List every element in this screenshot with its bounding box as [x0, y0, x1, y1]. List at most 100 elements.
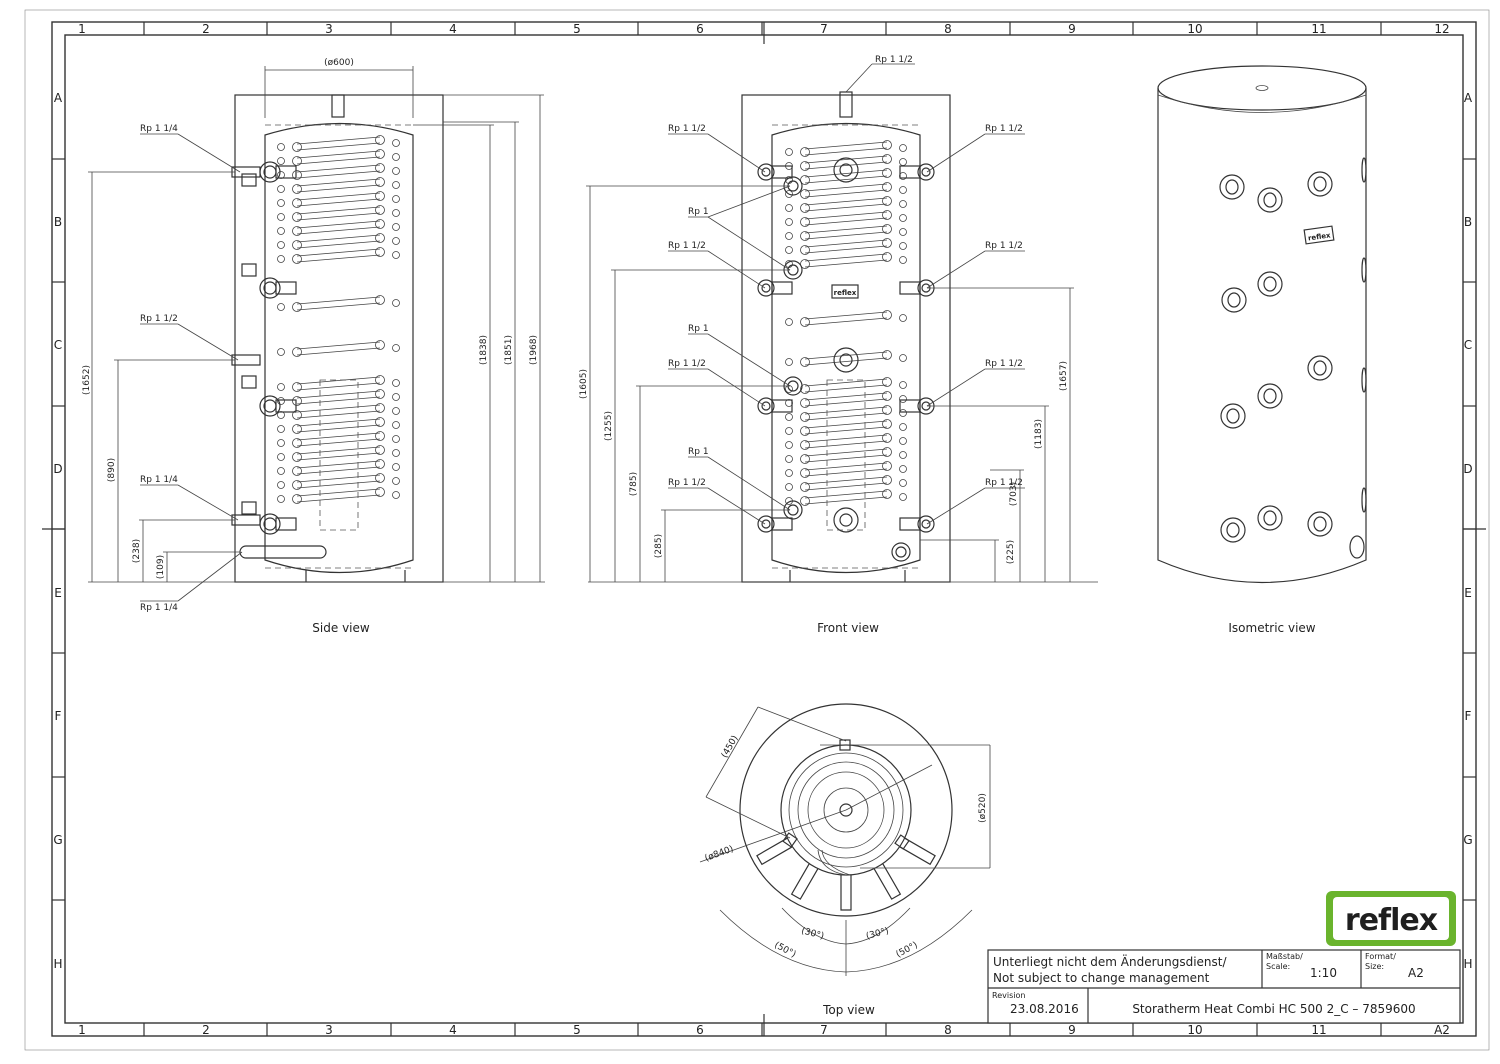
side-port-nozzle: [241, 501, 257, 515]
col-label-top: 11: [1311, 22, 1326, 36]
coil-tube: [296, 390, 381, 399]
front-port-bore: [921, 167, 931, 177]
coil-loop: [785, 413, 793, 421]
coil-tube: [296, 302, 381, 311]
coil-tube: [296, 452, 381, 461]
coil-tube: [296, 136, 381, 145]
side-top-nozzle: [331, 94, 345, 118]
front-port-pipe: [899, 165, 921, 179]
side-dim-890: (890): [107, 458, 117, 482]
iso-side-port: [1361, 367, 1367, 393]
front-center-port-ring: [833, 507, 859, 533]
logo-text: reflex: [1345, 903, 1438, 938]
coil-tube: [804, 357, 888, 366]
coil-loop: [277, 185, 285, 193]
row-label-left: D: [53, 462, 62, 476]
iso-port-ring: [1307, 171, 1333, 197]
coil-loop: [882, 377, 892, 387]
row-label-left: F: [55, 709, 62, 723]
coil-loop: [292, 170, 302, 180]
coil-tube: [296, 460, 381, 469]
coil-loop: [392, 195, 400, 203]
coil-tube: [296, 438, 381, 447]
coil-tube: [804, 384, 888, 393]
coil-loop: [375, 340, 385, 350]
coil-loop: [882, 461, 892, 471]
top-nozzles: [756, 832, 936, 911]
coil-tube: [296, 164, 381, 173]
coil-loop: [899, 395, 907, 403]
coil-loop: [882, 489, 892, 499]
side-port-ring: [259, 513, 281, 535]
coil-loop: [800, 161, 810, 171]
top-angle-30: (30°): [865, 926, 890, 942]
side-port-bore: [263, 517, 277, 531]
iso-brand-plate: [1303, 225, 1335, 245]
front-heater-outline: [826, 379, 866, 531]
front-dim-703: (703): [1009, 482, 1019, 506]
side-port-bore: [263, 281, 277, 295]
row-label-left: C: [54, 338, 62, 352]
coil-loop: [899, 479, 907, 487]
coil-loop: [882, 405, 892, 415]
coil-tube: [804, 426, 888, 435]
coil-loop: [292, 396, 302, 406]
tb-note-en: Not subject to change management: [993, 971, 1210, 985]
coil-loop: [392, 299, 400, 307]
coil-loop: [292, 452, 302, 462]
coil-loop: [882, 419, 892, 429]
col-label-bottom: 5: [573, 1023, 581, 1037]
front-port-ring: [757, 515, 775, 533]
coil-loop: [800, 357, 810, 367]
front-port-pipe: [771, 517, 793, 531]
top-outer-circle: [739, 703, 953, 917]
coil-tube: [804, 448, 888, 457]
col-label-bottom: 10: [1187, 1023, 1202, 1037]
coil-tube: [296, 220, 381, 229]
front-label-left: Rp 1: [688, 324, 709, 334]
coil-loop: [800, 189, 810, 199]
top-view: (ø520) (450) (ø840) (30°) (30°) (50°) (5…: [699, 703, 991, 1017]
front-label-left: Rp 1 1/2: [668, 124, 706, 134]
coil-loop: [882, 350, 892, 360]
iso-port-ring: [1257, 271, 1283, 297]
front-port-pipe: [899, 399, 921, 413]
coil-tube: [804, 259, 888, 268]
side-dim-238: (238): [132, 539, 142, 563]
coil-loop: [292, 410, 302, 420]
coil-loop: [292, 438, 302, 448]
coil-loop: [899, 493, 907, 501]
front-view: reflex Rp 1 1/2 Rp 1 1/2 Rp 1 Rp 1 1/2 R…: [579, 55, 1098, 635]
coil-loop: [277, 303, 285, 311]
row-label-left: G: [53, 833, 62, 847]
coil-loop: [899, 242, 907, 250]
coil-loop: [292, 254, 302, 264]
coil-loop: [785, 441, 793, 449]
coil-loop: [375, 219, 385, 229]
coil-loop: [375, 177, 385, 187]
side-port-bore: [263, 165, 277, 179]
coil-loop: [292, 424, 302, 434]
row-label-right: G: [1463, 833, 1472, 847]
coil-tube: [804, 378, 888, 387]
coil-loop: [800, 426, 810, 436]
side-view: Rp 1 1/4 Rp 1 1/2 Rp 1 1/4 Rp 1 1/4 (ø60…: [82, 58, 545, 635]
front-dim-285: (285): [654, 534, 664, 558]
front-coils: [785, 140, 907, 506]
coil-tube: [804, 239, 888, 248]
coil-loop: [392, 153, 400, 161]
coil-loop: [392, 435, 400, 443]
coil-tube: [296, 156, 381, 165]
coil-loop: [392, 449, 400, 457]
coil-loop: [277, 495, 285, 503]
coil-loop: [292, 480, 302, 490]
front-brand-plate: [831, 284, 859, 299]
side-socket: [231, 354, 261, 366]
coil-tube: [804, 253, 888, 262]
side-label-connection: Rp 1 1/4: [140, 603, 178, 613]
coil-tube: [804, 434, 888, 443]
coil-tube: [296, 198, 381, 207]
coil-loop: [800, 259, 810, 269]
row-label-left: H: [53, 957, 62, 971]
col-label-top: 8: [944, 22, 952, 36]
